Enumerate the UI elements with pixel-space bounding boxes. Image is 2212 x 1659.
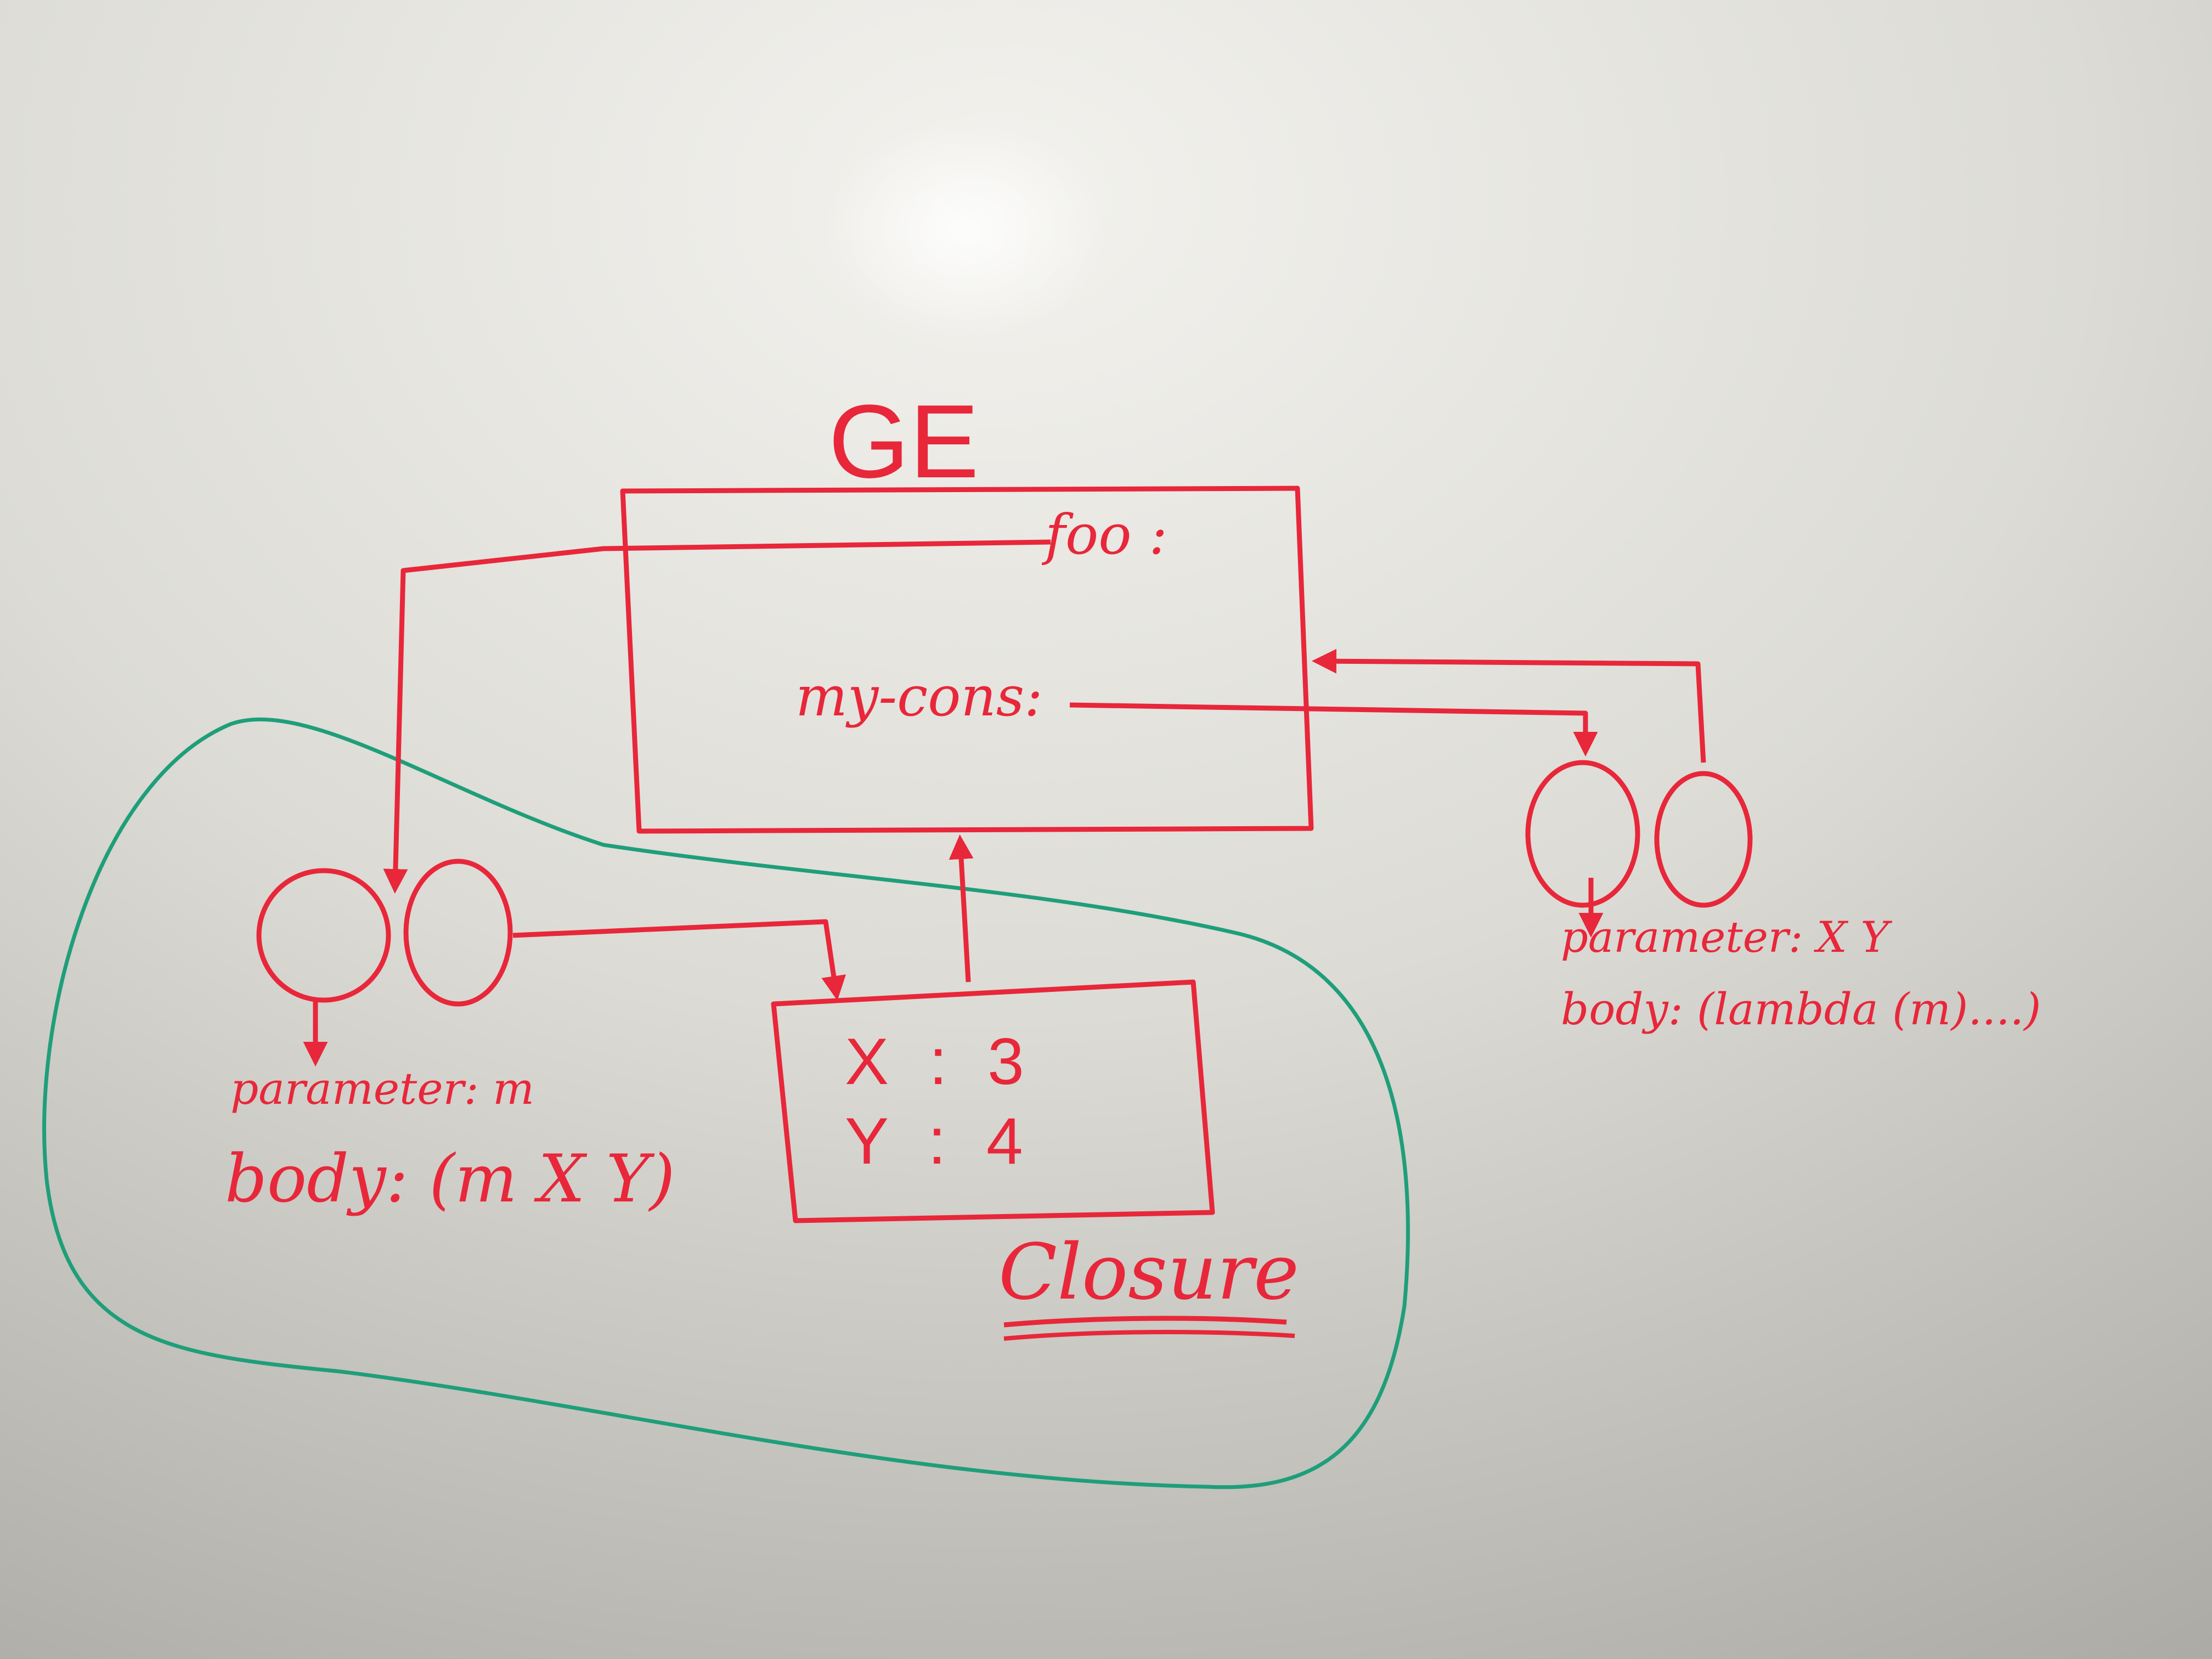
right-procedure-env-circle (1654, 771, 1753, 908)
my-cons-binding-label: my-cons: (795, 664, 1043, 729)
left-procedure-param-circle (256, 868, 391, 1003)
frame-to-ge-arrow (949, 834, 974, 983)
closure-label: Closure (998, 1228, 1299, 1317)
left-procedure-parameter: parameter: m (230, 1063, 535, 1114)
left-procedure-body: body: (m X Y) (225, 1141, 675, 1217)
my-cons-pointer-arrow (1069, 702, 1598, 757)
right-procedure-param-circle (1525, 760, 1640, 908)
right-procedure-body: body: (lambda (m)....) (1561, 984, 2041, 1035)
frame-binding-y: Y : 4 (845, 1104, 1034, 1178)
closure-label-underline (1003, 1316, 1287, 1328)
closure-label-underline-2 (1003, 1330, 1295, 1341)
frame-binding-x: X : 3 (845, 1025, 1035, 1098)
global-env-frame (620, 486, 1314, 834)
closure-frame-box (771, 979, 1215, 1223)
left-env-to-frame-arrow (512, 919, 846, 1001)
light-glare (823, 121, 1108, 340)
foo-pointer-arrow (383, 539, 1051, 894)
left-procedure-env-circle (403, 859, 513, 1007)
closure-outline (42, 717, 1410, 1489)
right-env-pointer-arrow (1312, 648, 1706, 763)
right-procedure-parameter: parameter: X Y (1561, 913, 1889, 962)
foo-binding-label: foo : (1045, 503, 1167, 567)
global-env-title: GE (828, 383, 979, 500)
